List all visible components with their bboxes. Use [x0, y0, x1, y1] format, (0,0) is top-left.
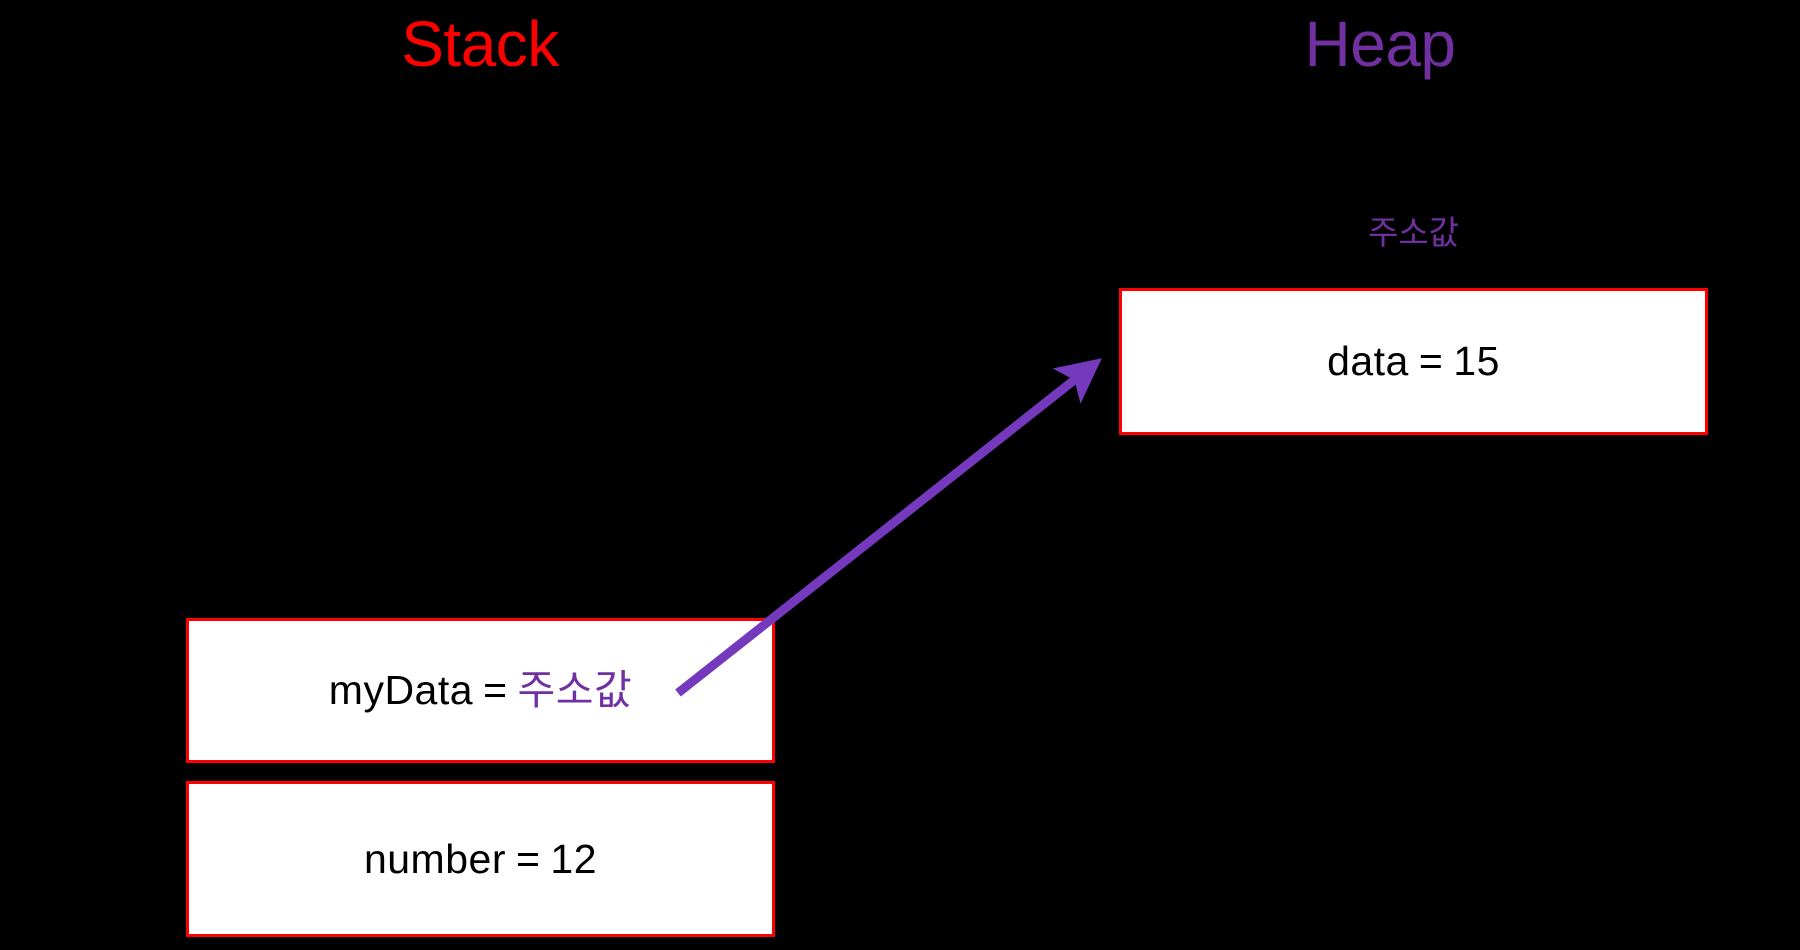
- stack-mydata-expression: myData=주소값: [329, 670, 632, 711]
- stack-number-value: 12: [550, 835, 598, 882]
- heap-object-box-data: data=15: [1119, 288, 1708, 435]
- heap-column-title: Heap: [1304, 8, 1457, 80]
- stack-number-equals: =: [515, 835, 541, 882]
- stack-number-expression: number=12: [363, 835, 598, 882]
- heap-object-expression: data=15: [1327, 341, 1500, 382]
- stack-mydata-equals: =: [483, 667, 508, 713]
- heap-address-caption: 주소값: [1367, 214, 1460, 251]
- heap-object-variable: data: [1327, 338, 1409, 384]
- stack-mydata-value: 주소값: [517, 667, 633, 713]
- stack-frame-box-mydata: myData=주소값: [186, 618, 775, 763]
- stack-number-variable: number: [363, 835, 506, 882]
- heap-object-value: 15: [1453, 338, 1500, 384]
- stack-mydata-variable: myData: [328, 667, 474, 713]
- stack-frame-box-number: number=12: [186, 781, 775, 937]
- stack-column-title: Stack: [401, 8, 559, 80]
- heap-object-equals: =: [1418, 338, 1444, 384]
